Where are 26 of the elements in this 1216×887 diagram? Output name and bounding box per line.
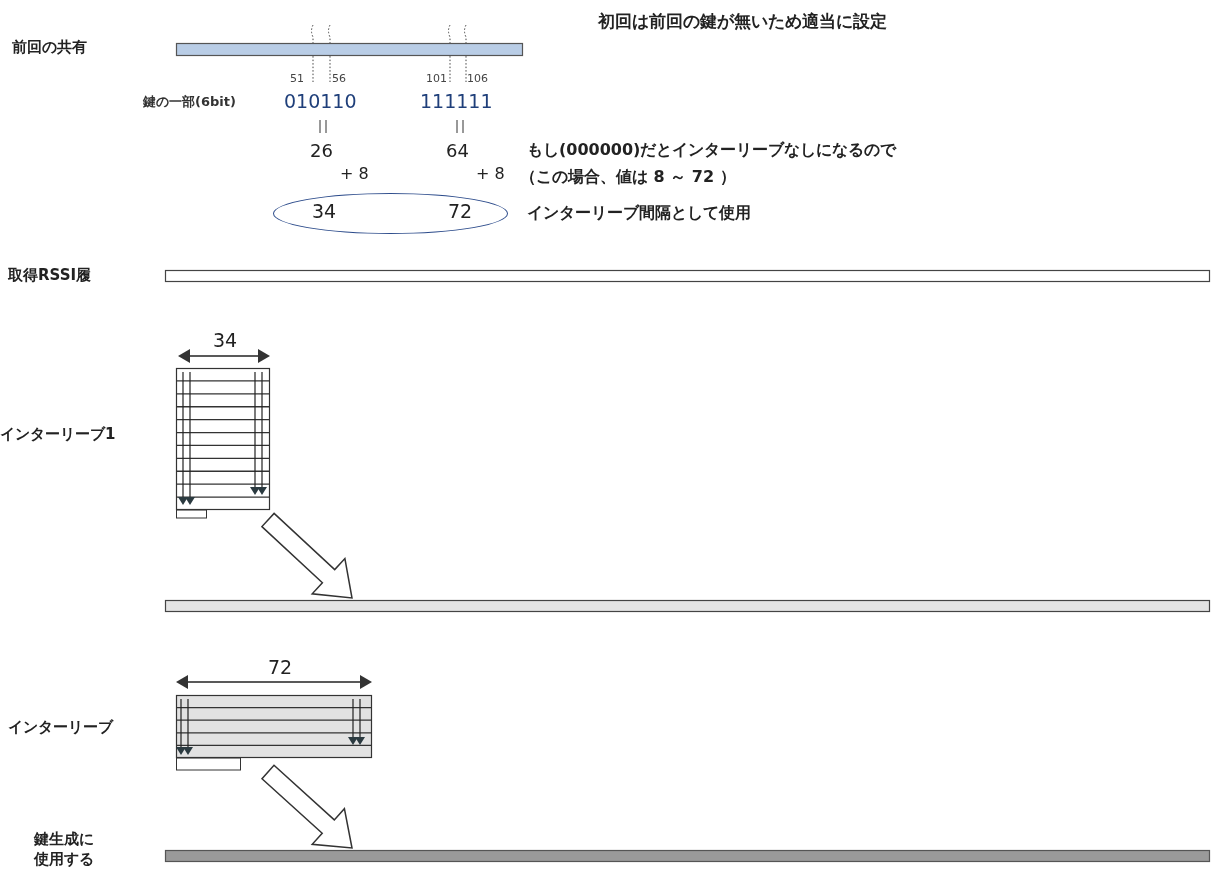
note: （この場合、値は 8 ～ 72 ）	[520, 167, 736, 188]
dimension-label: 72	[268, 656, 293, 678]
note: もし(000000)だとインターリーブなしになるので	[527, 140, 897, 161]
bit-position-label: 51	[290, 72, 304, 85]
formula-label: + 8	[340, 164, 369, 183]
bit-position-label: 56	[332, 72, 346, 85]
row-label: 鍵生成に使用する	[32, 830, 95, 869]
number-label: 64	[446, 140, 469, 161]
row-label: インターリーブ1	[0, 425, 116, 444]
number-label: 72	[448, 200, 473, 222]
row-label: 取得RSSI履	[8, 266, 92, 285]
row-label: 鍵の一部(6bit)	[143, 93, 236, 111]
number-label: 26	[310, 140, 333, 161]
dimension-label: 34	[213, 329, 238, 351]
bit-string: 111111	[420, 90, 493, 112]
title: 初回は前回の鍵が無いため適当に設定	[598, 10, 887, 33]
block-arrow	[260, 512, 353, 599]
formula-label: + 8	[476, 164, 505, 183]
bit-position-label: 106	[467, 72, 488, 85]
number-label: 34	[312, 200, 337, 222]
bit-position-label: 101	[426, 72, 447, 85]
row-label: インターリーブ	[8, 718, 113, 737]
note: インターリーブ間隔として使用	[527, 203, 751, 224]
block-arrow	[260, 764, 353, 849]
row-label: 前回の共有	[12, 38, 87, 57]
bit-string: 010110	[284, 90, 357, 112]
